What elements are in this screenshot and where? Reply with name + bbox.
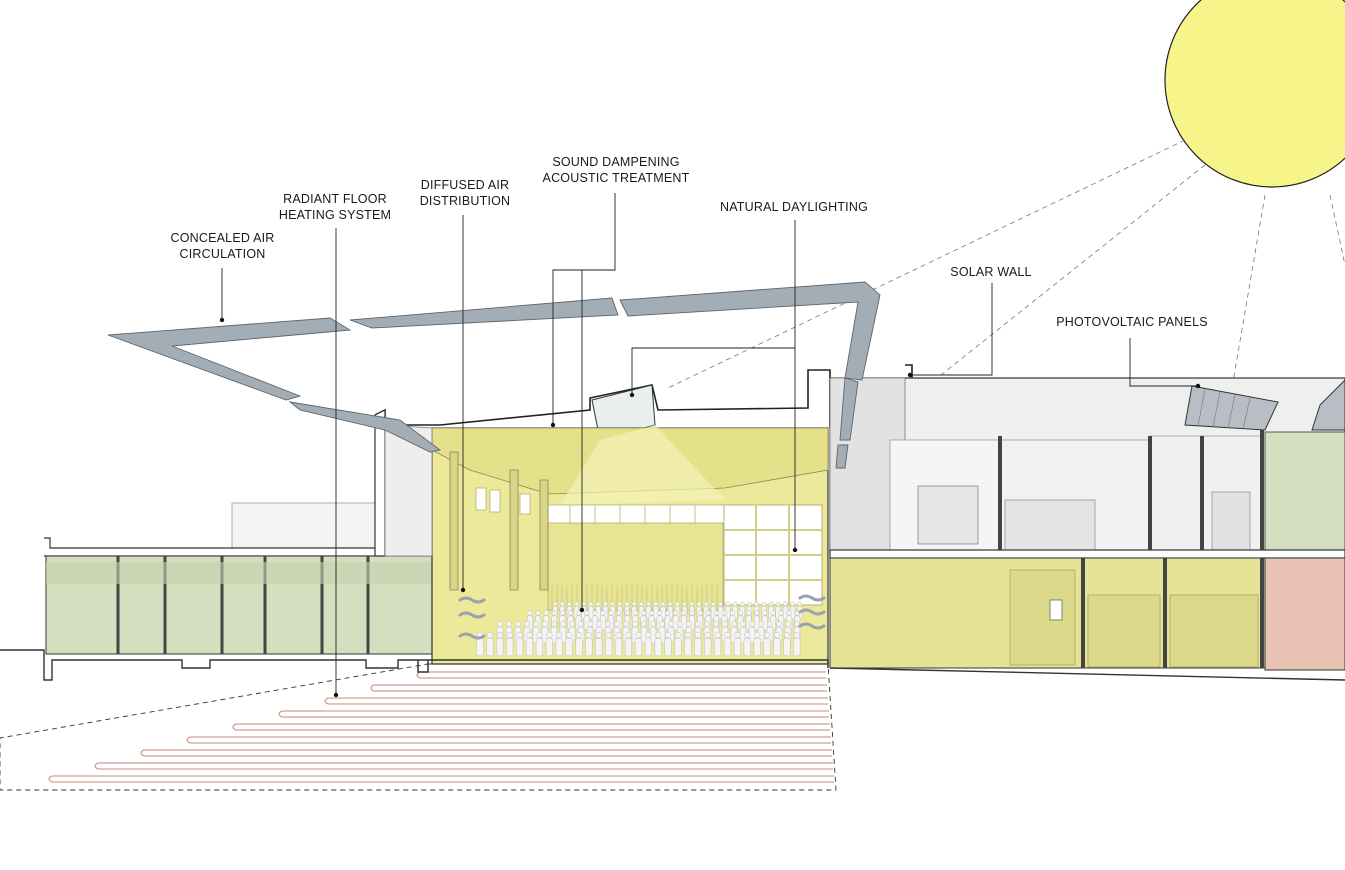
label-photovoltaic: PHOTOVOLTAIC PANELS	[1052, 314, 1212, 330]
left-wing	[0, 502, 433, 681]
photovoltaic-panel	[1184, 379, 1345, 431]
label-sound-dampening-line1: SOUND DAMPENING	[552, 155, 680, 169]
label-solar-wall: SOLAR WALL	[945, 264, 1037, 280]
label-solar-wall-line1: SOLAR WALL	[950, 265, 1032, 279]
label-sound-dampening: SOUND DAMPENING ACOUSTIC TREATMENT	[540, 154, 692, 186]
radiant-floor-heating	[0, 663, 837, 791]
leader-lines	[221, 193, 1198, 695]
label-diffused-air-line1: DIFFUSED AIR	[420, 178, 510, 192]
label-natural-daylighting-line1: NATURAL DAYLIGHTING	[719, 200, 869, 214]
right-building	[829, 364, 1345, 681]
sun-icon	[1164, 0, 1345, 188]
label-sound-dampening-line2: ACOUSTIC TREATMENT	[542, 171, 690, 185]
label-radiant-floor-line1: RADIANT FLOOR	[283, 192, 387, 206]
label-diffused-air: DIFFUSED AIR DISTRIBUTION	[410, 177, 520, 209]
sun-rays	[667, 139, 1345, 399]
label-photovoltaic-line1: PHOTOVOLTAIC PANELS	[1056, 315, 1208, 329]
label-concealed-air-line2: CIRCULATION	[179, 247, 266, 261]
label-radiant-floor: RADIANT FLOOR HEATING SYSTEM	[275, 191, 395, 223]
label-radiant-floor-line2: HEATING SYSTEM	[278, 208, 392, 222]
label-concealed-air-line1: CONCEALED AIR	[170, 231, 275, 245]
air-duct	[107, 281, 881, 469]
label-natural-daylighting: NATURAL DAYLIGHTING	[718, 199, 870, 215]
label-concealed-air: CONCEALED AIR CIRCULATION	[160, 230, 285, 262]
label-diffused-air-line2: DISTRIBUTION	[419, 194, 511, 208]
auditorium-hall	[374, 369, 831, 673]
